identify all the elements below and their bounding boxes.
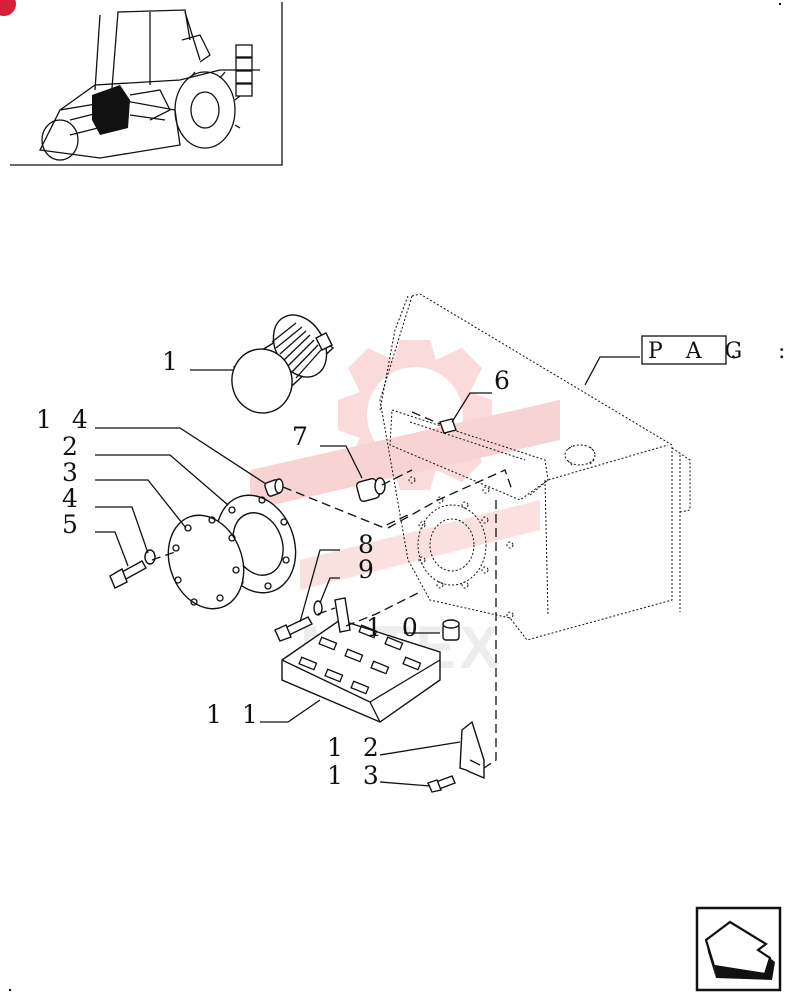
cap-part xyxy=(442,619,460,641)
callout-9: 9 xyxy=(358,555,380,584)
callout-13: 1 3 xyxy=(327,761,385,790)
callout-7: 7 xyxy=(292,422,314,451)
filter-cartridge xyxy=(231,314,335,414)
pag-label: P A G xyxy=(648,339,750,364)
assembly-lines xyxy=(151,469,513,769)
callout-5: 5 xyxy=(62,510,84,539)
bolt-part xyxy=(109,560,147,589)
callout-14: 1 4 xyxy=(36,405,94,434)
callout-11: 1 1 xyxy=(206,700,264,729)
callout-6: 6 xyxy=(494,366,516,395)
bushing-part xyxy=(264,478,284,497)
pag-suffix: . xyxy=(730,339,745,364)
panel-housing xyxy=(379,293,691,641)
leader-lines xyxy=(95,356,640,787)
callout-8: 8 xyxy=(358,530,380,559)
next-page-arrow-icon[interactable] xyxy=(695,906,782,992)
cover-plate xyxy=(167,514,245,610)
callout-12: 1 2 xyxy=(327,733,385,762)
clip-bracket xyxy=(459,720,485,780)
washer-part xyxy=(144,549,156,565)
tractor-thumbnail xyxy=(10,2,283,166)
callout-1: 1 xyxy=(162,347,184,376)
callout-2: 2 xyxy=(62,432,84,461)
screw-13-part xyxy=(427,775,456,793)
callout-labels: 1 1 4 2 3 4 5 6 7 8 9 1 0 1 1 1 2 1 3 xyxy=(36,347,516,790)
callout-10: 1 0 xyxy=(366,613,424,642)
callout-3: 3 xyxy=(62,458,84,487)
screw-part xyxy=(411,411,457,434)
callout-4: 4 xyxy=(62,484,84,513)
bolt-8-part xyxy=(274,616,313,642)
washer-9-part xyxy=(313,600,323,616)
svg-text::: : xyxy=(778,339,788,364)
corner-badge xyxy=(0,0,16,16)
plug-part xyxy=(355,477,386,503)
pag-reference[interactable]: P A G . : xyxy=(641,335,788,365)
step-bracket xyxy=(281,597,441,723)
